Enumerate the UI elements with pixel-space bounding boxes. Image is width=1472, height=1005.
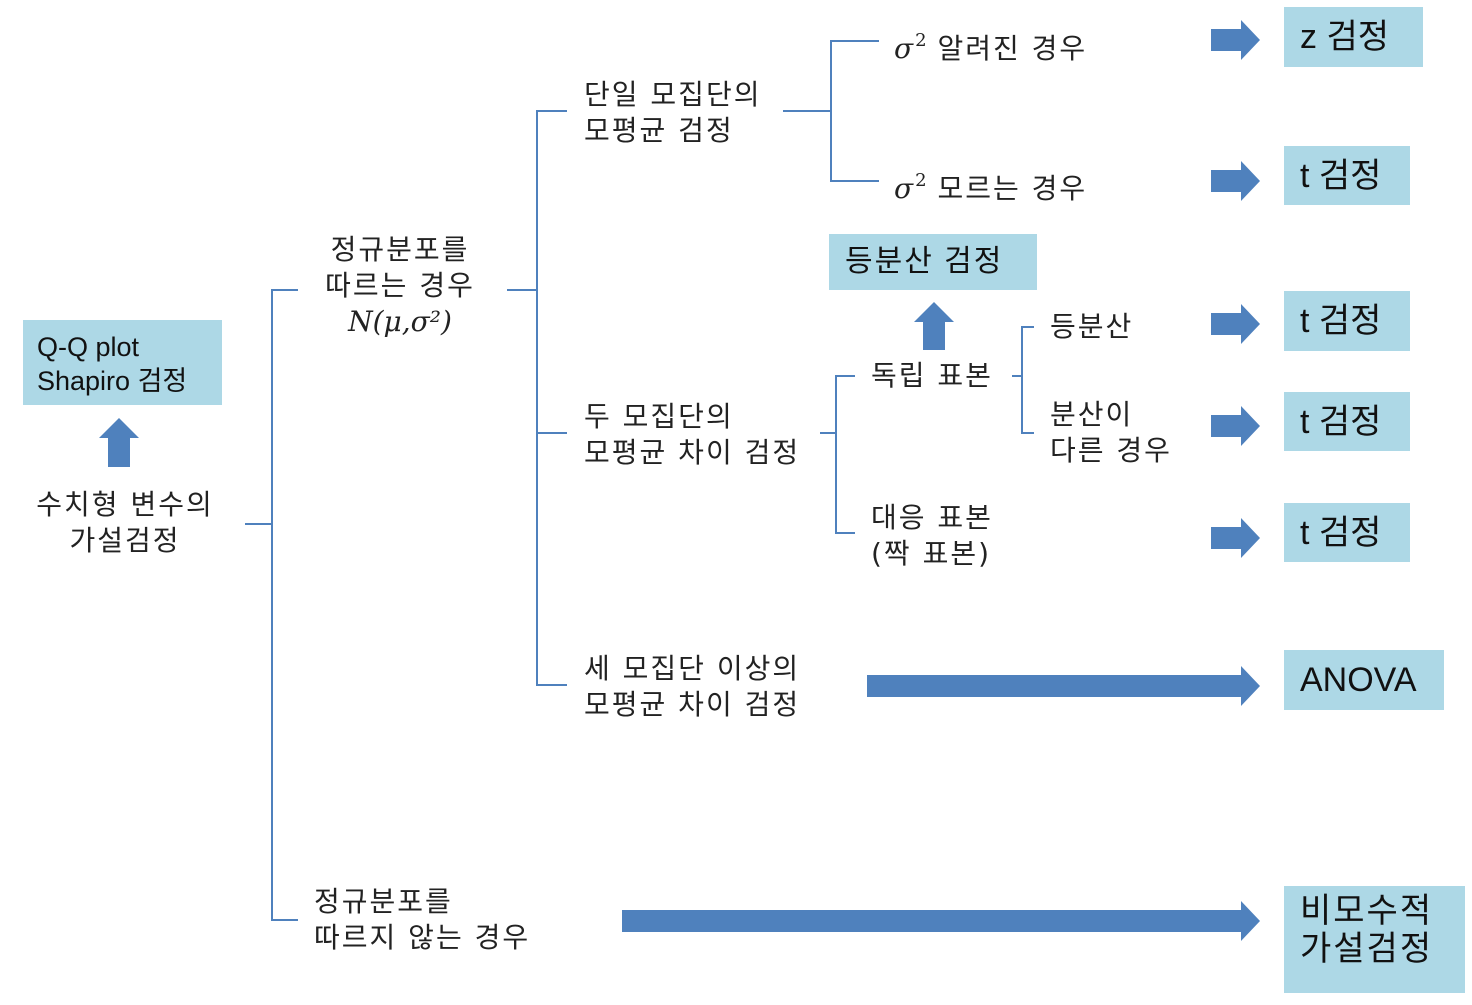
connector-sigma-bracket [830,40,879,182]
multi-sample-node: 세 모집단 이상의 모평균 차이 검정 [584,651,800,723]
two-sample-line1: 두 모집단의 [584,400,734,433]
sigma-known-text: 알려진 경우 [937,32,1088,65]
arrow-right-anova [867,666,1260,706]
arrow-right-t1 [1211,161,1260,201]
one-sample-line1: 단일 모집단의 [584,78,762,111]
connector-two-bracket [835,375,855,534]
connector-normal-bracket [536,110,567,686]
arrow-right-t3 [1211,406,1260,446]
sigma-unknown-exp: 2 [915,170,927,191]
result-nonparam-line1: 비모수적 [1300,892,1434,930]
independent-label: 독립 표본 [871,359,993,392]
sigma-unknown-symbol: σ [894,172,914,205]
multi-sample-line2: 모평균 차이 검정 [584,688,801,721]
not-normal-line1: 정규분포를 [314,885,453,918]
result-t-test-1-label: t 검정 [1300,157,1382,195]
result-t-test-3-label: t 검정 [1300,403,1382,441]
not-normal-line2: 따르지 않는 경우 [314,921,531,954]
normal-line2: 따르는 경우 [325,269,475,302]
normal-node: 정규분포를 따르는 경우 N(μ,σ²) [300,232,500,340]
sigma-unknown-text: 모르는 경우 [937,172,1088,205]
arrow-up-normality [99,418,139,467]
equal-var-node: 등분산 [1050,309,1133,345]
unequal-var-line1: 분산이 [1050,398,1134,431]
independent-node: 독립 표본 [871,358,993,394]
result-z-test: z 검정 [1284,7,1423,67]
paired-node: 대응 표본 (짝 표본) [871,500,993,572]
paired-line2: (짝 표본) [871,537,992,570]
result-t-test-2: t 검정 [1284,291,1410,351]
unequal-var-line2: 다른 경우 [1050,434,1172,467]
normal-formula: N(μ,σ²) [348,305,452,338]
result-t-test-3: t 검정 [1284,392,1410,451]
root-node: 수치형 변수의 가설검정 [20,487,230,559]
paired-line1: 대응 표본 [871,501,993,534]
arrow-right-z [1211,20,1260,60]
arrow-right-t2 [1211,304,1260,344]
arrow-up-equal-var [914,302,954,350]
equal-var-test-label: 등분산 검정 [845,245,1004,278]
multi-sample-line1: 세 모집단 이상의 [584,652,801,685]
two-sample-line2: 모평균 차이 검정 [584,436,801,469]
result-t-test-1: t 검정 [1284,146,1410,205]
equal-var-label: 등분산 [1050,310,1134,343]
result-nonparam-line2: 가설검정 [1300,930,1434,968]
connector-var-bracket [1021,326,1034,434]
result-anova-label: ANOVA [1300,661,1417,699]
root-line1: 수치형 변수의 [36,488,214,521]
sigma-known-symbol: σ [894,32,914,65]
arrow-right-nonparam [622,901,1260,941]
result-t-test-2-label: t 검정 [1300,302,1382,340]
arrows [99,20,1260,941]
arrow-right-t4 [1211,518,1260,558]
normal-line1: 정규분포를 [330,233,470,266]
not-normal-node: 정규분포를 따르지 않는 경우 [314,884,530,956]
sigma-known-exp: 2 [915,30,927,51]
unequal-var-node: 분산이 다른 경우 [1050,397,1172,469]
one-sample-node: 단일 모집단의 모평균 검정 [584,77,761,149]
two-sample-node: 두 모집단의 모평균 차이 검정 [584,399,800,471]
one-sample-line2: 모평균 검정 [584,114,734,147]
result-z-test-label: z 검정 [1300,18,1390,56]
equal-var-test-box: 등분산 검정 [829,234,1037,290]
normality-test-box: Q-Q plot Shapiro 검정 [23,320,222,405]
result-t-test-4-label: t 검정 [1300,514,1382,552]
root-line2: 가설검정 [69,524,181,557]
normality-line1: Q-Q plot [37,332,140,362]
normality-line2: Shapiro 검정 [37,366,188,396]
connector-root-bracket [271,289,298,921]
result-anova: ANOVA [1284,650,1444,710]
result-t-test-4: t 검정 [1284,503,1410,562]
result-nonparametric: 비모수적 가설검정 [1284,886,1465,993]
